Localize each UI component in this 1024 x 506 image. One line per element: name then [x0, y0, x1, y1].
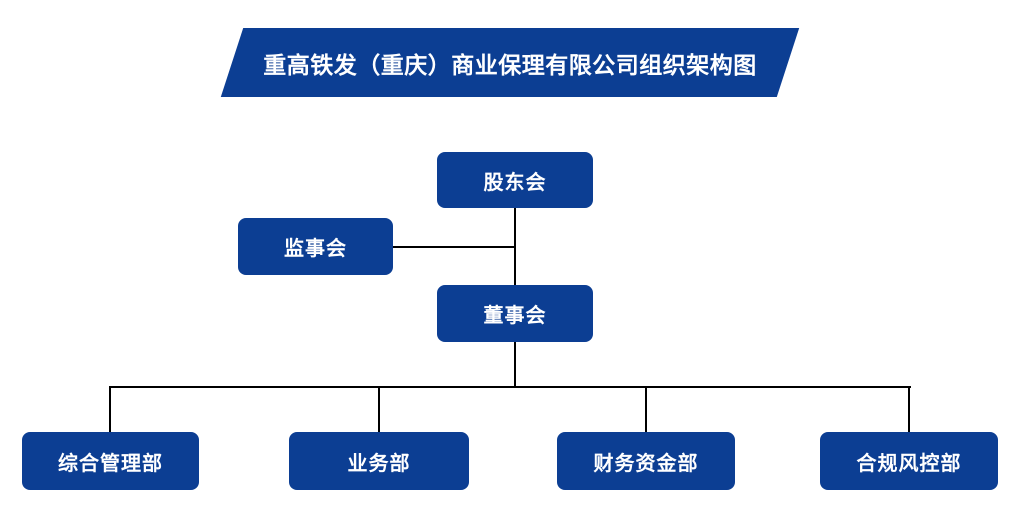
- connector-supervisors: [393, 246, 515, 248]
- node-dept-finance-treasury: 财务资金部: [557, 432, 735, 490]
- connector-drop-business: [378, 387, 380, 432]
- node-dept-business: 业务部: [289, 432, 469, 490]
- connector-shareholders-board: [514, 208, 516, 285]
- node-board-of-directors: 董事会: [437, 285, 593, 342]
- chart-title: 重高铁发（重庆）商业保理有限公司组织架构图: [263, 51, 757, 78]
- node-dept-general-admin: 综合管理部: [22, 432, 199, 490]
- connector-branch-horizontal: [109, 386, 911, 388]
- node-shareholders-meeting: 股东会: [437, 152, 593, 208]
- title-banner: 重高铁发（重庆）商业保理有限公司组织架构图: [220, 28, 800, 97]
- node-dept-compliance-risk: 合规风控部: [820, 432, 998, 490]
- node-supervisory-board: 监事会: [238, 218, 393, 275]
- connector-drop-compliance: [908, 387, 910, 432]
- connector-drop-finance: [645, 387, 647, 432]
- connector-board-branch: [514, 342, 516, 387]
- connector-drop-general-admin: [109, 387, 111, 432]
